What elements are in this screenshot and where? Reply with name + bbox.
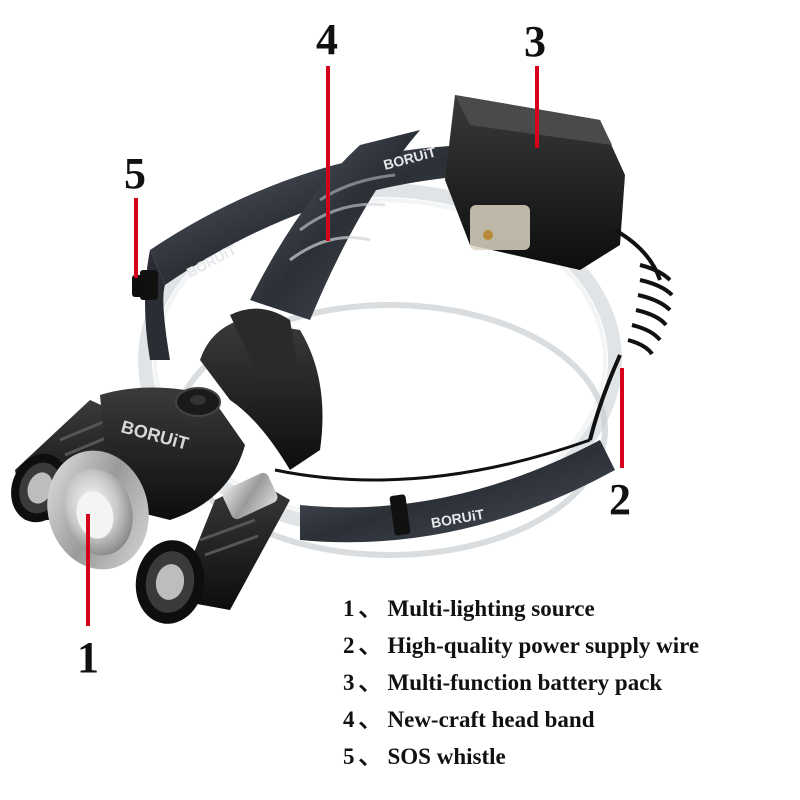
legend-item-separator: 、 xyxy=(358,596,382,621)
legend-item: 5、SOS whistle xyxy=(343,738,699,775)
battery-pack xyxy=(445,95,625,270)
leader-line-5 xyxy=(134,198,138,278)
legend-item-number: 5 xyxy=(343,744,355,769)
legend-item: 3、Multi-function battery pack xyxy=(343,664,699,701)
legend-item-number: 4 xyxy=(343,707,355,732)
leader-line-3 xyxy=(535,66,539,148)
callout-number-3: 3 xyxy=(524,17,546,66)
legend-item: 1、Multi-lighting source xyxy=(343,590,699,627)
leader-line-4 xyxy=(326,66,330,241)
lamp-bracket xyxy=(200,308,323,470)
leader-line-2 xyxy=(620,368,624,468)
lamp-head: BORUiT xyxy=(11,387,290,624)
legend-item-number: 3 xyxy=(343,670,355,695)
power-supply-wire xyxy=(274,228,674,482)
legend-item-text: High-quality power supply wire xyxy=(387,633,700,658)
legend-item: 2、High-quality power supply wire xyxy=(343,627,699,664)
callout-number-4: 4 xyxy=(316,15,338,64)
sos-whistle xyxy=(132,275,146,297)
callout-number-2: 2 xyxy=(609,475,631,524)
legend-item-text: Multi-function battery pack xyxy=(387,670,663,695)
legend-item: 4、New-craft head band xyxy=(343,701,699,738)
legend-item-separator: 、 xyxy=(358,633,382,658)
callout-number-5: 5 xyxy=(124,149,146,198)
legend-item-separator: 、 xyxy=(358,744,382,769)
legend-item-number: 2 xyxy=(343,633,355,658)
legend-item-separator: 、 xyxy=(358,670,382,695)
callout-number-1: 1 xyxy=(77,633,99,682)
legend-item-separator: 、 xyxy=(358,707,382,732)
legend-item-text: SOS whistle xyxy=(387,744,506,769)
legend-item-number: 1 xyxy=(343,596,355,621)
feature-legend: 1、Multi-lighting source 2、High-quality p… xyxy=(343,590,699,775)
legend-item-text: Multi-lighting source xyxy=(387,596,595,621)
legend-item-text: New-craft head band xyxy=(387,707,595,732)
leader-line-1 xyxy=(86,514,90,626)
